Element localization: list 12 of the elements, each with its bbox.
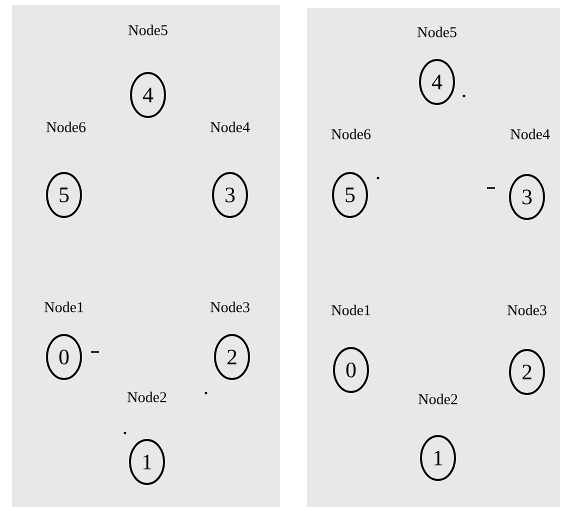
node-label: Node5 [128, 24, 168, 36]
node-label: Node4 [210, 122, 250, 132]
node-label: Node1 [44, 302, 84, 312]
node-label: Node6 [331, 128, 371, 140]
node-label: Node5 [417, 26, 456, 38]
node-label: Node6 [46, 122, 86, 132]
node-label: Node3 [210, 302, 250, 312]
node-label: Node2 [127, 392, 166, 402]
node-label: Node4 [510, 128, 550, 140]
node-label: Node1 [331, 304, 370, 316]
node-label: Node3 [507, 304, 546, 316]
node-label: Node2 [418, 394, 458, 404]
